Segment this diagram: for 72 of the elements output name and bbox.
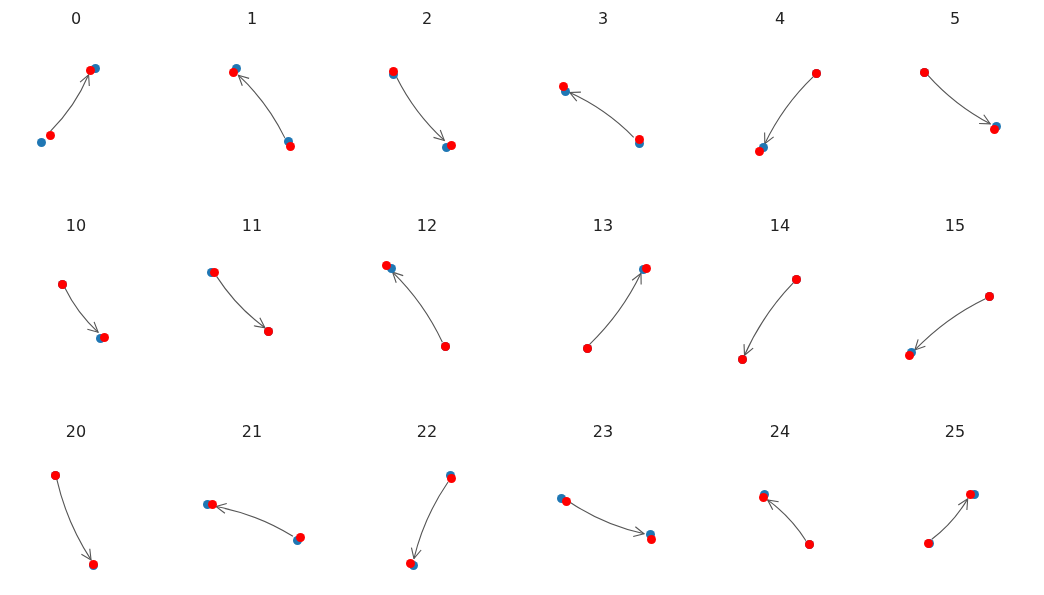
arrow [64, 287, 99, 333]
point-marker [202, 499, 217, 509]
point-marker [381, 260, 396, 273]
panel-title: 21 [241, 422, 263, 442]
point-marker [445, 470, 456, 483]
point-marker [228, 63, 241, 77]
arrow [743, 282, 795, 356]
panel-title: 23 [592, 422, 614, 442]
point-marker [984, 291, 994, 301]
panel-title: 5 [949, 9, 961, 29]
arrow [237, 74, 286, 139]
panel-title: 12 [416, 216, 438, 236]
point-marker [263, 326, 273, 336]
panel-title: 22 [416, 422, 438, 442]
panel-title: 11 [241, 216, 263, 236]
panel-title: 13 [592, 216, 614, 236]
point-marker [758, 489, 769, 502]
point-marker [645, 529, 656, 544]
point-marker [811, 68, 821, 78]
panel-title: 15 [944, 216, 966, 236]
point-marker [556, 493, 571, 506]
point-marker [440, 341, 450, 351]
panel-title: 24 [769, 422, 791, 442]
arrow [56, 478, 92, 561]
panel-title: 14 [769, 216, 791, 236]
point-marker [638, 263, 651, 274]
point-marker [405, 558, 418, 570]
arrow [411, 481, 449, 560]
panel-title: 2 [421, 9, 433, 29]
point-marker [292, 532, 305, 545]
arrow [927, 74, 991, 125]
arrow [50, 74, 90, 132]
point-marker [923, 538, 934, 548]
point-marker [57, 279, 67, 289]
point-marker [919, 67, 929, 77]
arrow [764, 76, 814, 145]
arrow [767, 499, 807, 542]
panel-title: 4 [774, 9, 786, 29]
point-marker [791, 274, 801, 284]
point-marker [88, 559, 98, 570]
point-marker [50, 470, 60, 480]
point-marker [95, 332, 109, 343]
arrow [396, 76, 445, 141]
panel-title: 25 [944, 422, 966, 442]
point-marker [965, 489, 979, 499]
point-marker [582, 343, 592, 353]
point-marker [634, 134, 644, 148]
point-marker [804, 539, 814, 549]
point-marker [754, 142, 768, 156]
panel-title: 0 [70, 9, 82, 29]
arrow [392, 271, 443, 343]
point-marker [36, 130, 55, 147]
arrow [216, 275, 266, 329]
point-marker [904, 347, 916, 360]
point-marker [388, 66, 398, 79]
point-marker [441, 140, 456, 152]
panel-title: 1 [246, 9, 258, 29]
point-marker [85, 63, 100, 75]
point-marker [737, 354, 747, 364]
arrow [931, 498, 969, 540]
panel-title: 20 [65, 422, 87, 442]
arrow [569, 501, 645, 537]
point-marker [206, 267, 219, 277]
point-marker [989, 121, 1001, 134]
point-marker [558, 81, 570, 96]
panel-title: 10 [65, 216, 87, 236]
panel-title: 3 [597, 9, 609, 29]
arrow [914, 298, 986, 351]
arrow [215, 503, 294, 537]
arrow [569, 91, 635, 138]
point-marker [283, 136, 295, 151]
arrow [589, 272, 642, 345]
